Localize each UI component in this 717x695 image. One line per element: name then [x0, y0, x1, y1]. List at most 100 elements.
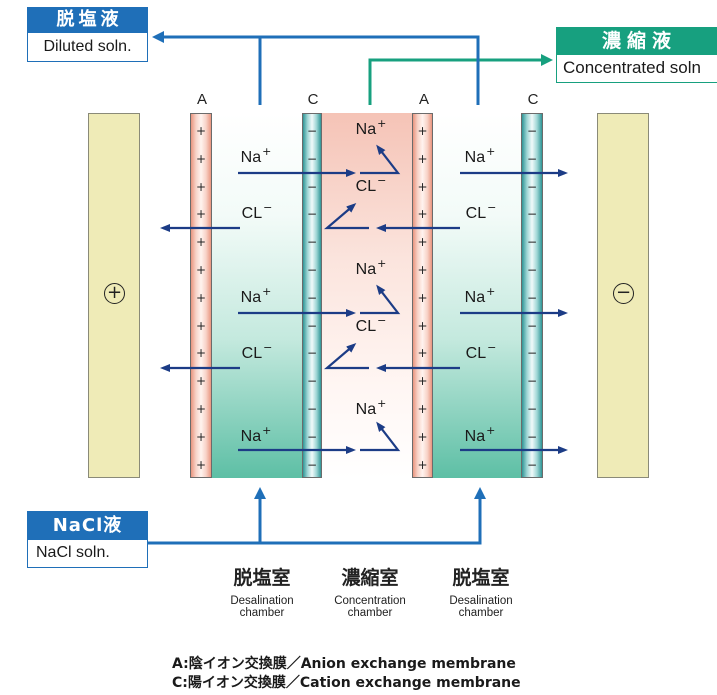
- positive-charge-sign: +: [417, 263, 428, 277]
- chamber-name-ja: 濃縮室: [341, 567, 399, 589]
- cathode-electrode: −: [597, 113, 649, 478]
- anion-exchange-membrane-1: +++++++++++++: [190, 113, 212, 478]
- concentrated-solution-subtitle: Concentrated soln: [556, 55, 717, 83]
- negative-charge-sign: −: [306, 402, 318, 416]
- positive-charge-sign: +: [417, 318, 428, 333]
- ion-charge: +: [377, 257, 387, 270]
- ion-charge: +: [262, 145, 272, 158]
- positive-charge-sign: +: [195, 402, 207, 416]
- positive-charge-sign: +: [417, 179, 428, 194]
- ion-charge: −: [377, 314, 387, 327]
- chloride-ion-label: CL−: [465, 342, 497, 362]
- feed-solution-title: NaCl液: [27, 511, 148, 540]
- negative-charge-sign: −: [306, 346, 318, 361]
- negative-charge-sign: −: [306, 235, 318, 250]
- chamber-name-en-line-1: Desalination: [230, 595, 294, 607]
- sodium-ion-label: Na+: [464, 146, 496, 166]
- circled-minus-icon: −: [613, 283, 634, 304]
- concentrated-solution-title: 濃縮液: [556, 27, 717, 55]
- ion-symbol: CL: [465, 345, 487, 362]
- positive-charge-sign: +: [417, 151, 428, 166]
- diluted-solution-title: 脱塩液: [27, 7, 148, 33]
- negative-charge-sign: −: [526, 124, 538, 138]
- negative-charge-sign: −: [306, 207, 318, 222]
- ion-symbol: CL: [241, 205, 263, 222]
- ion-charge: +: [486, 285, 496, 298]
- negative-charge-sign: −: [306, 429, 318, 444]
- ion-symbol: CL: [355, 318, 377, 335]
- legend-anion-membrane: A:陰イオン交換膜／Anion exchange membrane: [172, 656, 516, 672]
- chamber-name-en-line-1: Concentration: [334, 595, 406, 607]
- ion-symbol: Na: [355, 121, 377, 138]
- ion-charge: +: [377, 117, 387, 130]
- sodium-ion-label: Na+: [240, 425, 272, 445]
- cation-exchange-membrane-1: −−−−−−−−−−−−−: [302, 113, 322, 478]
- circled-plus-icon: +: [104, 283, 125, 304]
- anion-exchange-membrane-2: +++++++++++++: [412, 113, 433, 478]
- positive-charge-sign: +: [195, 290, 207, 305]
- legend-cation-membrane: C:陽イオン交換膜／Cation exchange membrane: [172, 675, 521, 691]
- positive-charge-sign: +: [417, 346, 428, 361]
- positive-charge-sign: +: [195, 346, 207, 361]
- feed-inlet-pipe: [148, 487, 486, 545]
- sodium-blocked-arrow: [360, 284, 401, 315]
- negative-charge-sign: −: [526, 263, 538, 277]
- negative-charge-sign: −: [526, 402, 538, 416]
- sodium-ion-label: Na+: [464, 286, 496, 306]
- ion-symbol: Na: [240, 289, 262, 306]
- sodium-ion-label: Na+: [241, 146, 272, 166]
- chloride-blocked-arrow: [324, 343, 369, 370]
- ion-charge: +: [486, 424, 496, 437]
- positive-charge-sign: +: [417, 124, 428, 138]
- positive-charge-sign: +: [417, 402, 428, 416]
- diluted-solution-tag: 脱塩液 Diluted soln.: [27, 7, 148, 62]
- ion-symbol: Na: [464, 428, 486, 445]
- negative-charge-sign: −: [306, 290, 318, 305]
- negative-charge-sign: −: [306, 179, 318, 194]
- chamber-name-ja: 脱塩室: [233, 567, 291, 589]
- negative-charge-sign: −: [526, 207, 538, 222]
- positive-charge-sign: +: [417, 290, 428, 305]
- desalination-chamber-caption-2: 脱塩室 Desalination chamber: [449, 567, 512, 619]
- positive-charge-sign: +: [195, 235, 207, 250]
- negative-charge-sign: −: [306, 318, 318, 333]
- ion-charge: −: [487, 341, 497, 354]
- anode-electrode: +: [88, 113, 140, 478]
- ion-charge: −: [263, 201, 273, 214]
- positive-charge-sign: +: [417, 429, 428, 444]
- positive-charge-sign: +: [195, 179, 207, 194]
- positive-charge-sign: +: [195, 318, 207, 333]
- positive-charge-sign: +: [417, 235, 428, 250]
- chloride-ion-label: CL−: [356, 175, 387, 195]
- ion-symbol: Na: [240, 428, 262, 445]
- chamber-name-en-line-2: chamber: [239, 607, 285, 619]
- negative-charge-sign: −: [526, 179, 538, 194]
- ion-symbol: CL: [241, 345, 263, 362]
- negative-charge-sign: −: [526, 457, 538, 472]
- chloride-ion-label: CL−: [241, 202, 273, 222]
- negative-charge-sign: −: [526, 290, 538, 305]
- positive-charge-sign: +: [195, 457, 207, 472]
- ion-charge: −: [263, 341, 273, 354]
- ion-symbol: Na: [464, 149, 486, 166]
- chamber-name-en-line-1: Desalination: [449, 595, 513, 607]
- diluted-solution-subtitle: Diluted soln.: [27, 33, 148, 62]
- negative-charge-sign: −: [526, 151, 538, 166]
- negative-charge-sign: −: [306, 374, 318, 389]
- positive-charge-sign: +: [195, 207, 207, 222]
- membrane-legend: A:陰イオン交換膜／Anion exchange membrane C:陽イオン…: [172, 655, 521, 693]
- membrane-label-cation-1: C: [307, 91, 319, 108]
- ion-symbol: Na: [355, 261, 377, 278]
- membrane-label-cation-2: C: [527, 91, 539, 108]
- negative-charge-sign: −: [526, 346, 538, 361]
- chamber-name-en-line-2: chamber: [347, 607, 393, 619]
- ion-symbol: Na: [464, 289, 486, 306]
- chloride-blocked-arrow: [324, 203, 369, 230]
- positive-charge-sign: +: [417, 457, 428, 472]
- sodium-ion-label: Na+: [240, 286, 272, 306]
- sodium-blocked-arrow: [360, 144, 401, 175]
- negative-charge-sign: −: [306, 151, 318, 166]
- positive-charge-sign: +: [195, 263, 207, 277]
